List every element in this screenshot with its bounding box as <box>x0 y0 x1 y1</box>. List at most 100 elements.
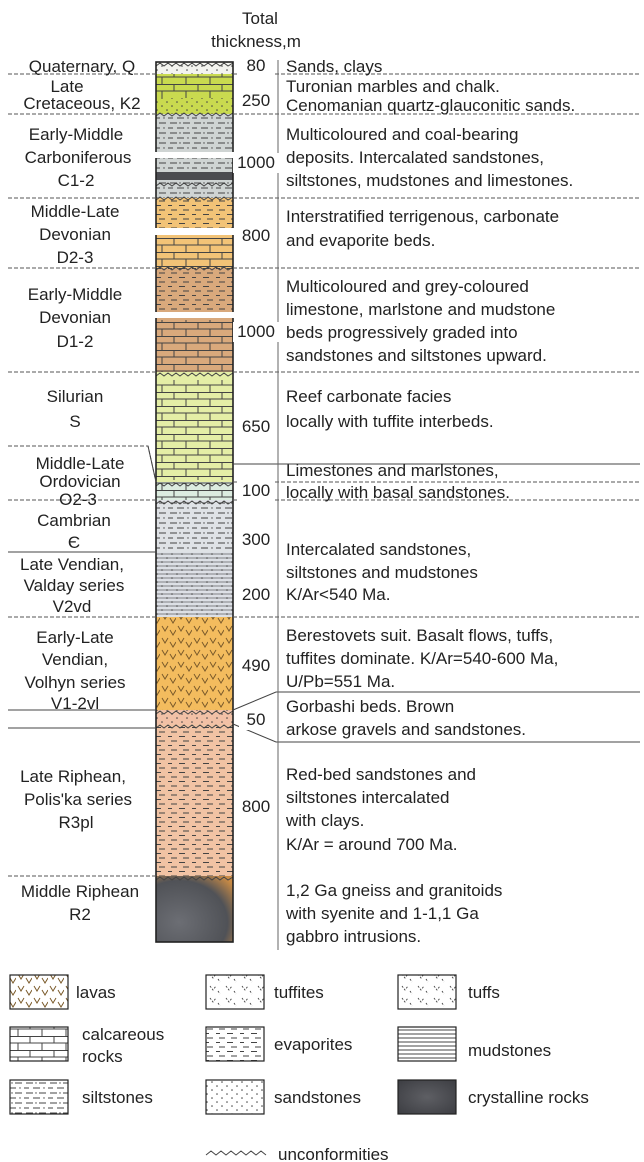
unit-description-line: Limestones and marlstones, <box>286 461 499 480</box>
unit-description-line: gabbro intrusions. <box>286 927 421 946</box>
unit-name-line: Volhyn series <box>24 673 125 692</box>
layer-riphean-middle <box>156 876 233 942</box>
unit-name-line: Vendian, <box>42 650 108 669</box>
unit-description-line: tuffites dominate. K/Ar=540-600 Ma, <box>286 649 558 668</box>
unit-name-line: Carboniferous <box>25 148 132 167</box>
unit-thickness: 200 <box>242 585 270 604</box>
unit-name-line: S <box>69 412 80 431</box>
legend-label: crystalline rocks <box>468 1088 589 1107</box>
legend-item-crystalline: crystalline rocks <box>398 1080 589 1114</box>
legend-item-evaporites: evaporites <box>206 1027 352 1061</box>
unit-name-line: Є <box>68 533 80 552</box>
legend-label: tuffs <box>468 983 500 1002</box>
legend-label: sandstones <box>274 1088 361 1107</box>
unit-name-line: D2-3 <box>57 248 94 267</box>
unit-description-line: with clays. <box>285 811 364 830</box>
unit-description-line: locally with basal sandstones. <box>286 483 510 502</box>
unit-name-line: V2vd <box>53 597 92 616</box>
unit-description-line: beds progressively graded into <box>286 323 518 342</box>
legend-item-mudstones: mudstones <box>398 1027 551 1061</box>
legend-item-tuffites: tuffites <box>206 975 324 1009</box>
unit-thickness: 800 <box>242 797 270 816</box>
unit-name-line: Middle-Late <box>31 202 120 221</box>
unit-description-line: limestone, marlstone and mudstone <box>286 300 555 319</box>
legend-label: evaporites <box>274 1035 352 1054</box>
unit-description-line: Sands, clays <box>286 57 382 76</box>
unit-description-line: arkose gravels and sandstones. <box>286 720 526 739</box>
unit-description-line: with syenite and 1-1,1 Ga <box>285 904 479 923</box>
evaporites-swatch <box>206 1027 264 1061</box>
legend-label: siltstones <box>82 1088 153 1107</box>
legend: lavas tuffites tuffs calcareous rocks evapori… <box>10 975 589 1162</box>
tuffites-swatch <box>206 975 264 1009</box>
unit-description-line: siltstones and mudstones <box>286 563 478 582</box>
unit-thickness: 1000 <box>237 153 275 172</box>
unit-description-line: 1,2 Ga gneiss and granitoids <box>286 881 502 900</box>
unit-description-line: K/Ar = around 700 Ma. <box>286 835 458 854</box>
unit-name-line: Valday series <box>24 576 125 595</box>
legend-label: lavas <box>76 983 116 1002</box>
unit-description-line: Cenomanian quartz-glauconitic sands. <box>286 96 575 115</box>
unit-name-line: R2 <box>69 905 91 924</box>
unit-thickness: 490 <box>242 656 270 675</box>
unit-description-line: sandstones and siltstones upward. <box>286 346 547 365</box>
unit-thickness: 300 <box>242 530 270 549</box>
unit-description-line: Reef carbonate facies <box>286 387 451 406</box>
unit-name-line: Ordovician <box>39 472 120 491</box>
unit-description-line: Berestovets suit. Basalt flows, tuffs, <box>286 626 553 645</box>
unit-description-line: locally with tuffite interbeds. <box>286 412 494 431</box>
unit-description-line: Red-bed sandstones and <box>286 765 476 784</box>
header-total: Total <box>242 9 278 28</box>
legend-item-sandstones: sandstones <box>206 1080 361 1114</box>
unit-name-line: Silurian <box>47 387 104 406</box>
unit-name-line: Devonian <box>39 308 111 327</box>
unit-thickness: 50 <box>247 710 266 729</box>
unit-thickness: 800 <box>242 226 270 245</box>
calcareous-swatch <box>10 1027 68 1061</box>
unit-description-line: Multicoloured and grey-coloured <box>286 277 529 296</box>
unit-name-line: Devonian <box>39 225 111 244</box>
legend-label: tuffites <box>274 983 324 1002</box>
unit-name-line: V1-2vl <box>51 694 99 713</box>
unit-description-line: Gorbashi beds. Brown <box>286 697 454 716</box>
unit-description-line: siltstones intercalated <box>286 788 449 807</box>
unit-name-line: Polis'ka series <box>24 790 132 809</box>
unit-name-line: Cretaceous, K2 <box>23 94 140 113</box>
legend-item-tuffs: tuffs <box>398 975 500 1009</box>
siltstones-swatch <box>10 1080 68 1114</box>
lavas-swatch <box>10 975 68 1009</box>
unit-name-line: O2-3 <box>59 490 97 509</box>
header-thickness: thickness,m <box>211 32 301 51</box>
unit-name-line: R3pl <box>59 813 94 832</box>
unit-name-line: Late Vendian, <box>20 555 124 574</box>
unit-thickness: 650 <box>242 417 270 436</box>
legend-label: rocks <box>82 1047 123 1066</box>
legend-item-calcareous: calcareous rocks <box>10 1025 164 1066</box>
unit-description-line: Interstratified terrigenous, carbonate <box>286 207 559 226</box>
legend-item-unconformity: unconformities <box>206 1145 389 1162</box>
mudstones-swatch <box>398 1027 456 1061</box>
unconformity-swatch <box>206 1151 266 1155</box>
legend-label: unconformities <box>278 1145 389 1162</box>
unit-name-line: Early-Late <box>36 628 113 647</box>
unit-description-line: Turonian marbles and chalk. <box>286 77 500 96</box>
stratigraphic-column <box>150 62 240 942</box>
unit-name-line: Cambrian <box>37 511 111 530</box>
unit-thickness: 80 <box>247 56 266 75</box>
unit-description-line: and evaporite beds. <box>286 231 435 250</box>
legend-label: mudstones <box>468 1041 551 1060</box>
unit-thickness: 100 <box>242 481 270 500</box>
unit-name-line: Early-Middle <box>29 125 123 144</box>
unit-name-line: Early-Middle <box>28 285 122 304</box>
unit-thickness: 250 <box>242 91 270 110</box>
legend-label: calcareous <box>82 1025 164 1044</box>
unit-name-line: Quaternary, Q <box>29 57 135 76</box>
unit-name-line: Late Riphean, <box>20 767 126 786</box>
unit-description-line: K/Ar<540 Ma. <box>286 585 390 604</box>
unit-description-line: U/Pb=551 Ma. <box>286 672 395 691</box>
legend-item-siltstones: siltstones <box>10 1080 153 1114</box>
unit-description-line: Intercalated sandstones, <box>286 540 471 559</box>
tuffs-swatch <box>398 975 456 1009</box>
